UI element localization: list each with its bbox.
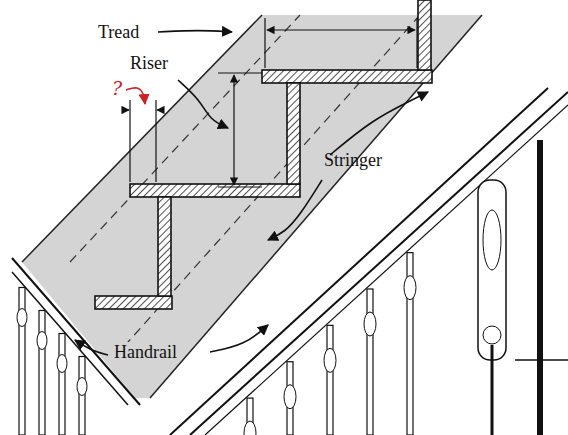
- stringer-edge: [150, 15, 482, 398]
- stringer-edge: [22, 15, 262, 262]
- question-leader: [126, 88, 145, 104]
- extension-line: [129, 100, 130, 182]
- balusters: [17, 253, 416, 435]
- handrail-leader: [210, 325, 268, 352]
- riser-dimension: [233, 75, 234, 185]
- handrail: [190, 92, 568, 435]
- nosing-dimension: [122, 109, 129, 110]
- stringer-leader: [268, 180, 322, 240]
- riser-board: [158, 197, 171, 296]
- handrail: [170, 88, 548, 435]
- extension-line: [416, 18, 417, 68]
- extension-line: [218, 186, 262, 187]
- tread-board: [95, 296, 172, 309]
- stringer-leader: [330, 92, 428, 155]
- handrail-leader: [75, 340, 108, 355]
- handrail: [205, 105, 568, 435]
- part-label: Stringer: [322, 150, 384, 170]
- part-label: Riser: [128, 53, 170, 73]
- extension-line: [218, 72, 262, 73]
- handrail: [12, 272, 128, 405]
- stringer-dashed-line: [70, 15, 300, 262]
- part-label: ?: [110, 78, 124, 99]
- tread-leader: [158, 31, 232, 32]
- part-label: Handrail: [112, 342, 179, 362]
- handrail: [12, 258, 140, 405]
- riser-board: [418, 0, 431, 70]
- tread-board: [262, 70, 432, 83]
- nosing-dimension: [157, 109, 164, 110]
- tread-dimension: [267, 29, 415, 30]
- tread-board: [130, 184, 300, 197]
- newel-post: [478, 140, 568, 435]
- extension-line: [264, 18, 265, 68]
- riser-board: [287, 83, 300, 184]
- extension-line: [155, 100, 156, 182]
- part-label: Tread: [96, 22, 141, 42]
- riser-leader: [178, 80, 228, 128]
